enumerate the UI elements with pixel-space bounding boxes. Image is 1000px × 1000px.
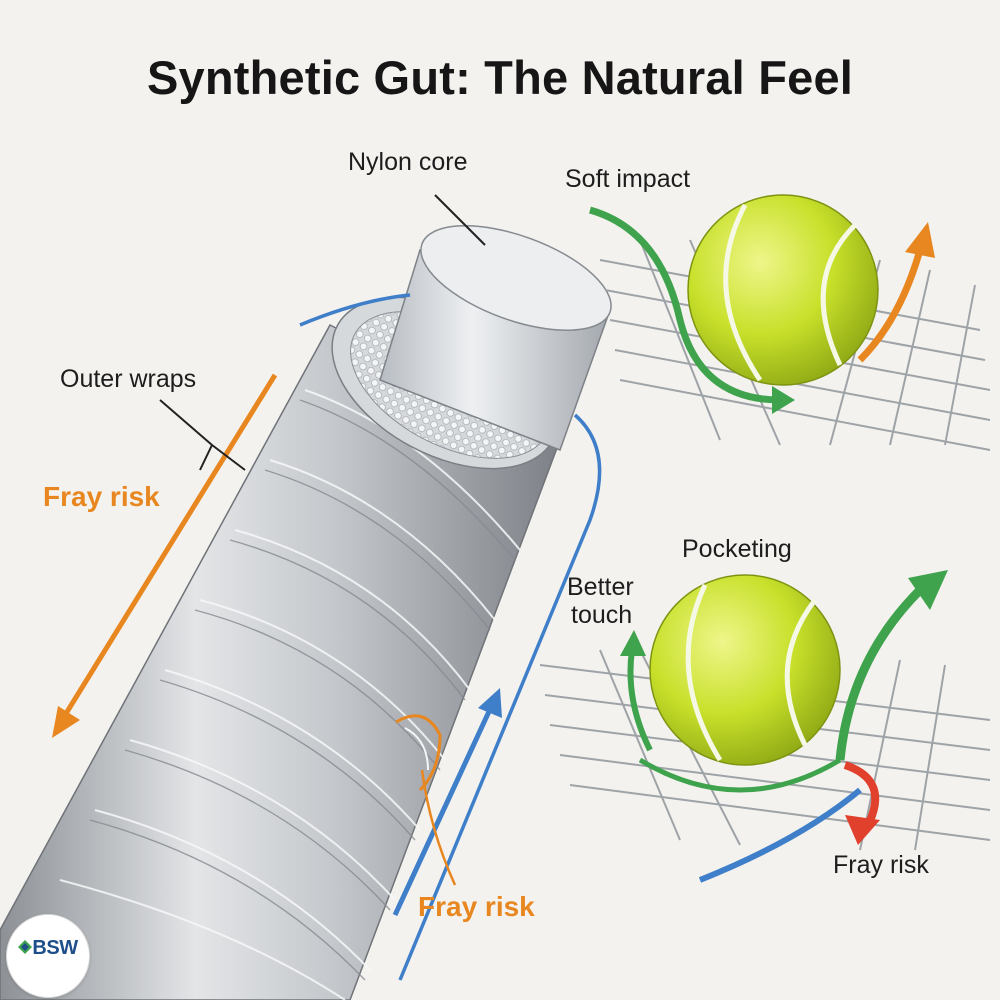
- soft-impact-panel: [589, 194, 991, 451]
- orange-arrow-left: [52, 373, 278, 738]
- fray-risk-left-label: Fray risk: [43, 481, 160, 512]
- green-left-arrow: [627, 649, 653, 752]
- fray-risk-bottom-label: Fray risk: [418, 891, 535, 922]
- pocketing-panel: [539, 570, 991, 883]
- green-right-arrow: [835, 586, 924, 761]
- red-fray-arrow: [843, 761, 880, 827]
- tennis-ball-top: [687, 194, 879, 386]
- better-touch-label-line1: Better: [567, 573, 634, 601]
- page-title: Synthetic Gut: The Natural Feel: [146, 51, 854, 104]
- outer-wrap-shadows: [89, 399, 516, 981]
- blue-arrow-bottom: [392, 688, 502, 917]
- logo-text: BSW: [32, 937, 78, 959]
- nylon-core-leader: [434, 194, 486, 246]
- outer-wraps-label: Outer wraps: [60, 365, 197, 393]
- bsw-logo: BSW: [6, 914, 90, 998]
- fray-pointer-line: [420, 769, 457, 886]
- pocket-curve: [638, 757, 842, 793]
- blue-incoming-arrow: [698, 787, 862, 883]
- better-touch-label-line2: touch: [571, 601, 633, 629]
- logo-mark-icon: [18, 940, 32, 954]
- nylon-core-top: [420, 225, 612, 331]
- blue-outline: [299, 293, 602, 981]
- pocketing-label: Pocketing: [682, 535, 792, 563]
- string-cross-section: [0, 225, 612, 1000]
- green-impact-arrow: [589, 206, 781, 404]
- frayed-strand: [395, 714, 442, 792]
- outer-wrap-lines: [59, 389, 521, 1000]
- outer-wraps-leader: [159, 399, 246, 471]
- fray-risk-right-label: Fray risk: [833, 851, 929, 879]
- soft-impact-label: Soft impact: [565, 165, 691, 193]
- orange-rebound-arrow: [857, 249, 924, 363]
- nylon-core-label: Nylon core: [348, 148, 468, 176]
